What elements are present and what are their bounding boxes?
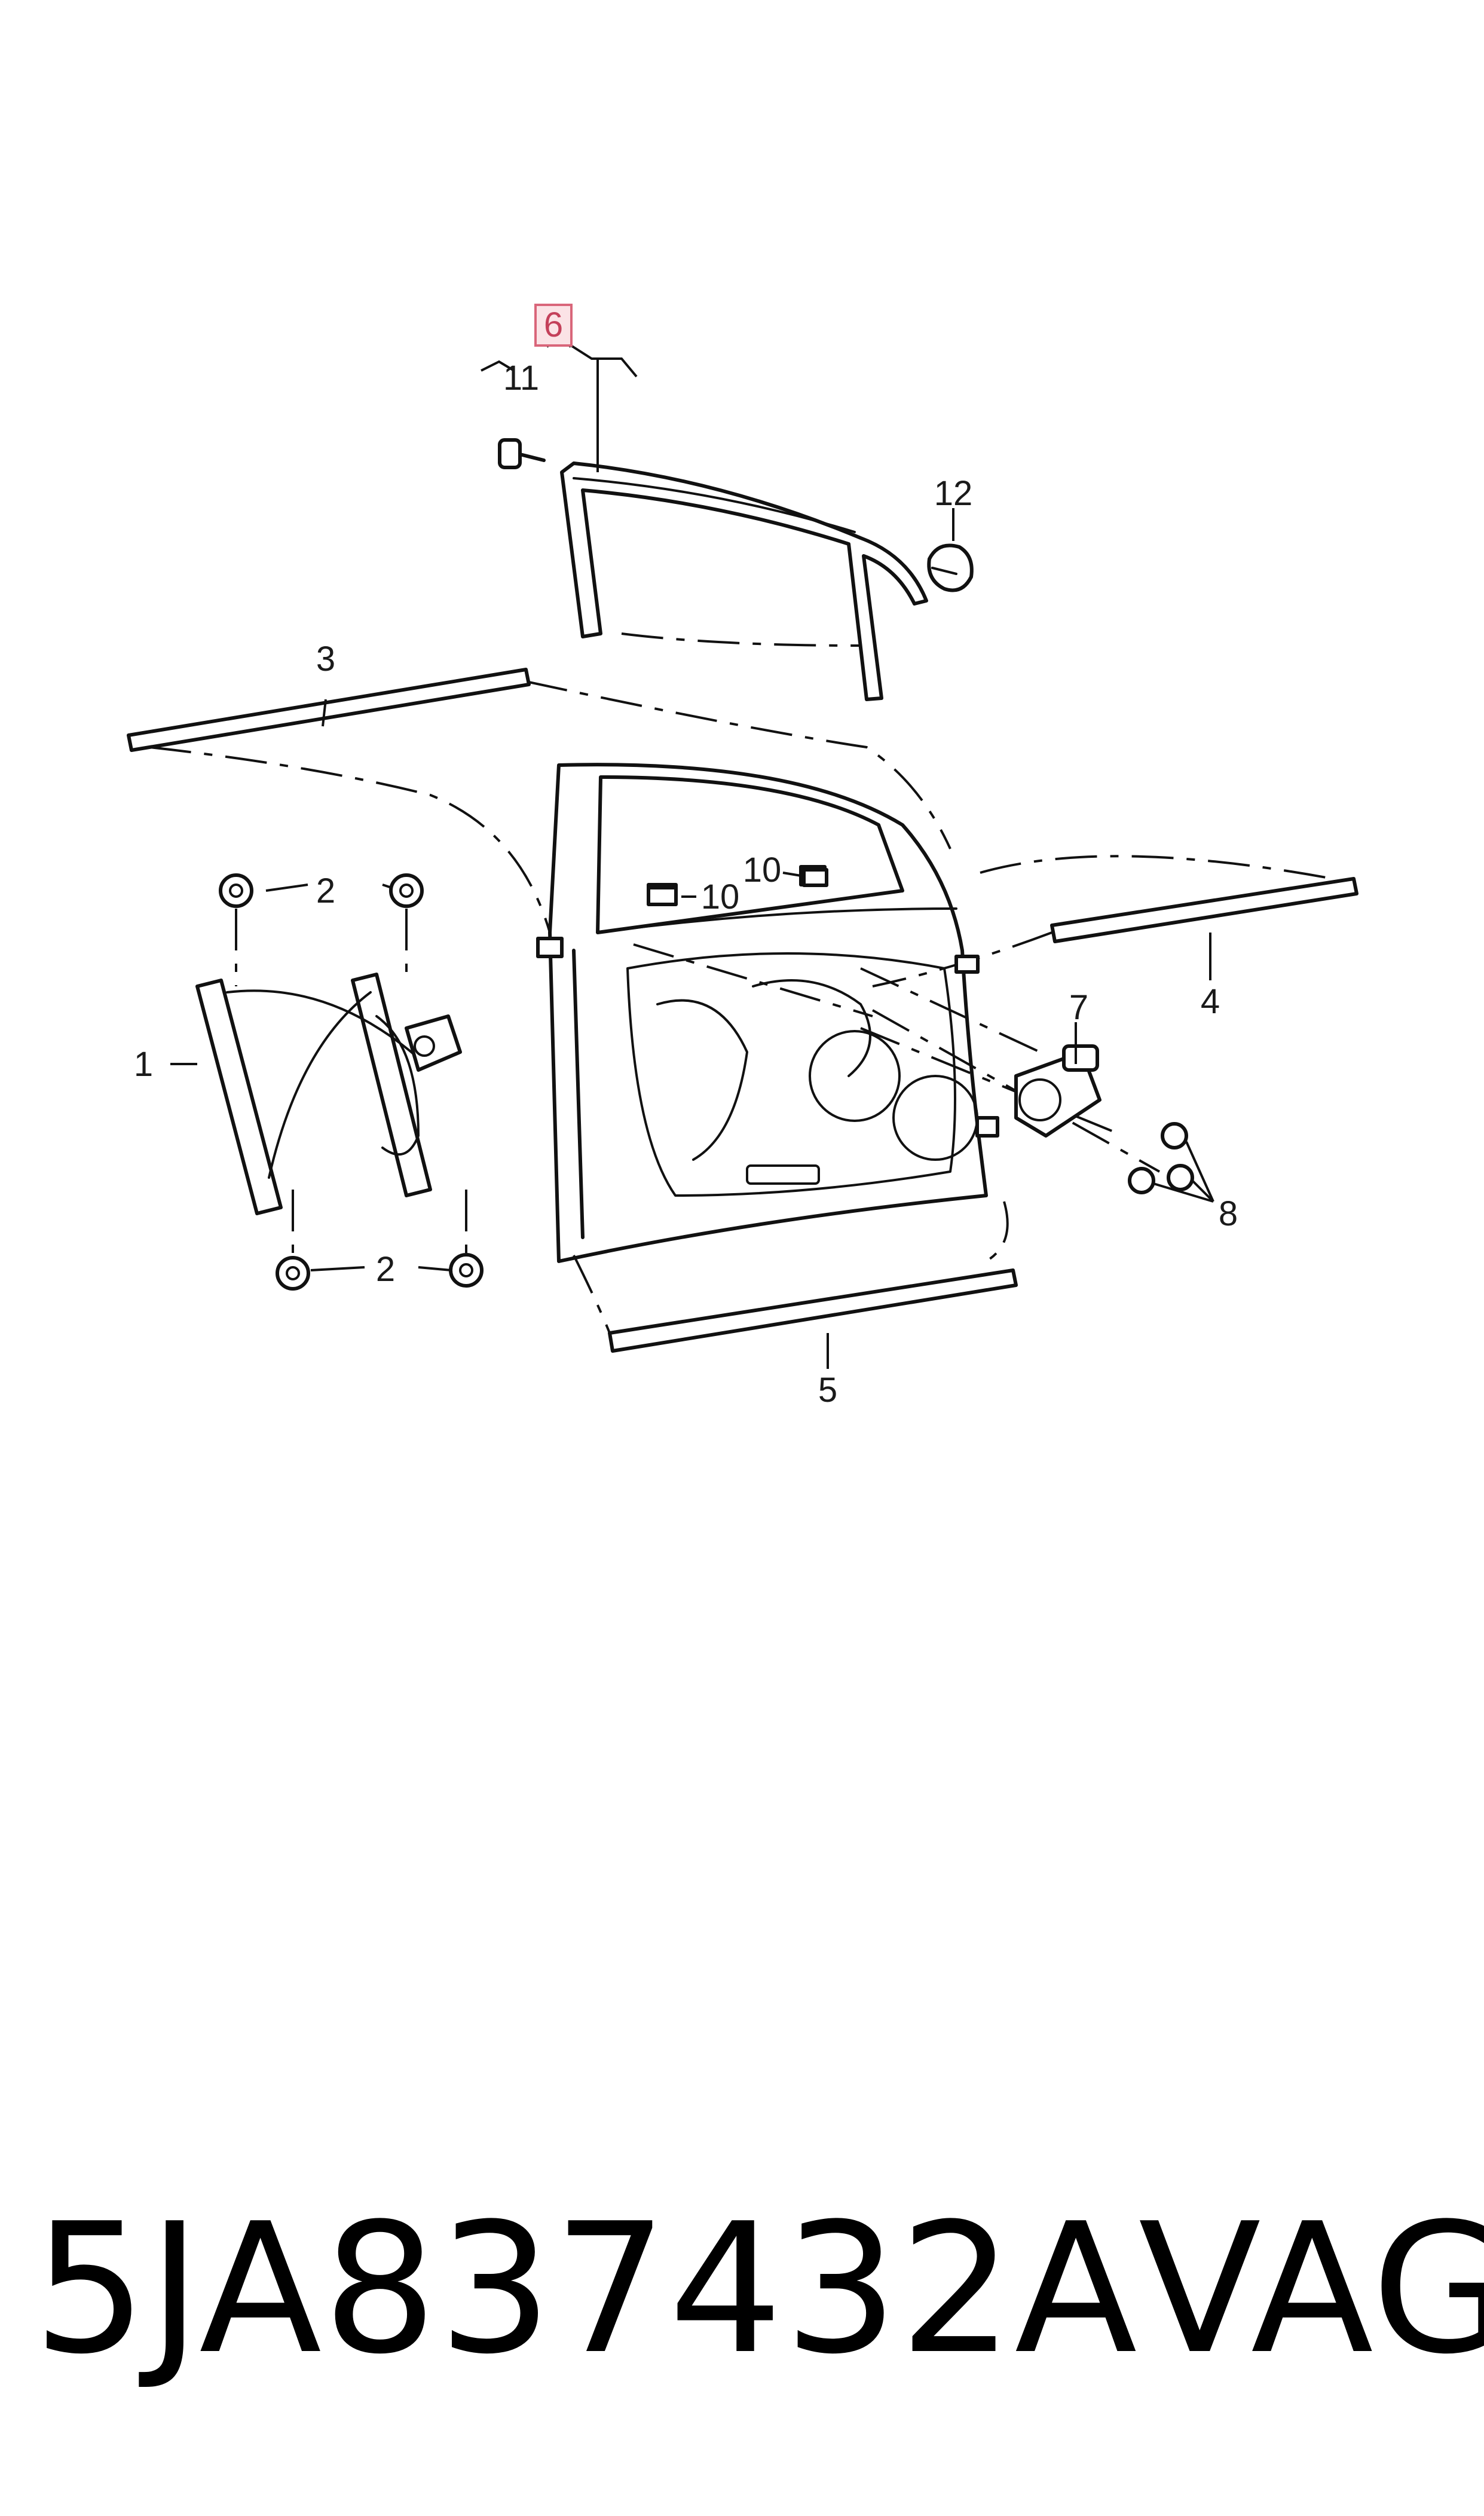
buffers-10 <box>647 868 828 906</box>
callouts: 6 11 12 3 10 10 2 2 1 4 7 8 5 <box>134 304 1238 1410</box>
window-strip-3 <box>127 668 531 752</box>
callout-5[interactable]: 5 <box>818 1371 837 1410</box>
door-shell <box>536 763 999 1263</box>
window-strip-4 <box>1050 877 1358 943</box>
callout-11[interactable]: 11 <box>503 359 539 398</box>
callout-6-box <box>534 304 573 347</box>
window-motor-7 <box>1014 1044 1101 1138</box>
callout-10-lower[interactable]: 10 <box>701 878 740 916</box>
callout-2-lower[interactable]: 2 <box>376 1250 395 1289</box>
nuts-2 <box>219 873 484 1291</box>
callout-10-upper[interactable]: 10 <box>743 851 782 889</box>
brand-name: VAG <box>1138 2185 1484 2393</box>
footer: 5JA837432A VAG <box>33 2176 1484 2403</box>
screws-8 <box>1128 1122 1194 1194</box>
window-regulator-1 <box>195 973 462 1215</box>
bolt-11 <box>498 438 546 469</box>
callout-6[interactable]: 6 <box>544 305 563 344</box>
window-channel-seal <box>560 461 928 701</box>
callout-1[interactable]: 1 <box>134 1045 153 1084</box>
callout-2-upper[interactable]: 2 <box>316 872 335 910</box>
callout-7[interactable]: 7 <box>1069 988 1088 1027</box>
callout-3[interactable]: 3 <box>316 640 335 678</box>
callout-4[interactable]: 4 <box>1201 982 1220 1021</box>
callout-8[interactable]: 8 <box>1219 1194 1238 1233</box>
callout-12[interactable]: 12 <box>934 474 973 513</box>
part-number: 5JA837432A <box>33 2185 1139 2393</box>
sill-strip-5 <box>608 1268 1018 1353</box>
clip-12 <box>927 543 974 592</box>
